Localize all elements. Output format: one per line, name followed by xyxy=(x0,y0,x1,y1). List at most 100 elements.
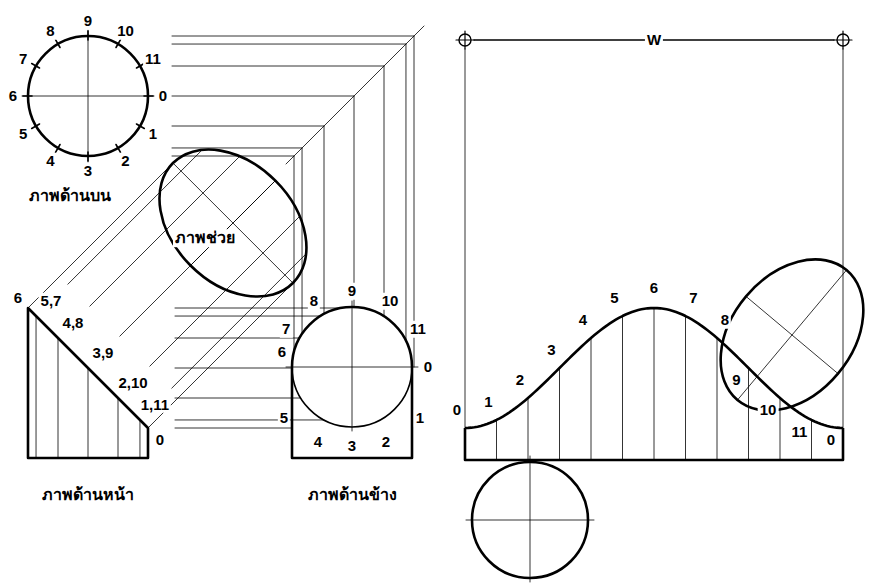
point-number: 0 xyxy=(157,88,169,105)
point-number: 6 xyxy=(12,290,24,307)
element-line xyxy=(36,316,37,458)
element-line xyxy=(58,338,59,458)
division-tick xyxy=(87,31,89,40)
extension-line xyxy=(843,49,844,460)
point-number: 5 xyxy=(608,290,620,307)
division-tick xyxy=(23,95,32,97)
projection-line xyxy=(172,147,302,148)
projection-line xyxy=(172,96,354,97)
point-number: 3 xyxy=(82,163,94,180)
point-number: 5 xyxy=(17,125,29,142)
point-number: 3 xyxy=(346,438,358,455)
point-number: 1 xyxy=(147,125,159,142)
projection-line xyxy=(68,150,202,284)
projection-line xyxy=(172,254,306,388)
element-line xyxy=(654,308,655,460)
center-line xyxy=(530,456,531,582)
point-number: 0 xyxy=(451,402,463,419)
element-line xyxy=(748,368,749,460)
division-tick xyxy=(87,152,89,161)
element-line xyxy=(591,338,592,460)
marker-cross xyxy=(464,31,465,49)
element-line xyxy=(139,420,140,458)
element-line xyxy=(496,420,497,460)
projection-line xyxy=(172,66,384,67)
point-number: 9 xyxy=(82,13,94,30)
element-line xyxy=(780,398,781,460)
element-line xyxy=(685,316,686,460)
point-number: 0 xyxy=(154,432,166,449)
projection-line xyxy=(414,36,415,367)
projection-line xyxy=(294,156,295,352)
point-number: 2,10 xyxy=(116,375,149,392)
center-line xyxy=(352,301,353,431)
point-number: 2 xyxy=(514,372,526,389)
projection-line xyxy=(150,216,300,366)
element-line xyxy=(559,368,560,460)
projection-line xyxy=(175,428,292,429)
projection-line xyxy=(354,96,355,307)
width-dimension: W xyxy=(645,32,663,49)
point-number: 10 xyxy=(115,23,136,40)
element-line xyxy=(622,316,623,460)
division-tick xyxy=(56,144,61,152)
projection-line xyxy=(384,66,385,316)
division-tick xyxy=(32,124,40,129)
projection-line xyxy=(172,156,294,157)
point-number: 11 xyxy=(143,50,163,67)
true-shape-ellipse xyxy=(691,231,877,438)
view-title: ภาพด้านบน xyxy=(27,187,113,205)
division-tick xyxy=(56,40,61,48)
element-line xyxy=(811,420,812,460)
point-number: 11 xyxy=(408,321,428,338)
point-number: 7 xyxy=(17,50,29,67)
division-tick xyxy=(116,144,121,152)
extension-line xyxy=(465,49,466,460)
point-number: 9 xyxy=(346,283,358,300)
division-tick xyxy=(32,64,40,69)
division-tick xyxy=(136,124,144,129)
element-line xyxy=(118,398,119,458)
projection-line xyxy=(120,181,276,337)
projection-line xyxy=(172,126,324,127)
projection-line xyxy=(90,156,240,306)
projection-line xyxy=(172,44,406,45)
point-number: 5,7 xyxy=(39,293,64,310)
point-number: 6 xyxy=(276,344,288,361)
point-number: 6 xyxy=(648,280,660,297)
point-number: 0 xyxy=(825,432,837,449)
point-number: 2 xyxy=(380,434,392,451)
point-number: 3,9 xyxy=(91,345,116,362)
major-axis xyxy=(737,270,846,400)
view-title: ภาพช่วย xyxy=(173,229,237,247)
point-number: 1,11 xyxy=(139,397,171,414)
point-number: 9 xyxy=(730,372,742,389)
miter-line xyxy=(286,26,424,164)
point-number: 0 xyxy=(422,359,434,376)
point-number: 10 xyxy=(380,293,401,310)
element-line xyxy=(717,338,718,460)
point-number: 5 xyxy=(278,410,290,427)
division-tick xyxy=(116,40,121,48)
division-tick xyxy=(144,95,153,97)
point-number: 1 xyxy=(414,410,426,427)
point-number: 4 xyxy=(44,153,56,170)
projection-line xyxy=(405,44,406,341)
center-line xyxy=(88,30,89,162)
point-number: 10 xyxy=(758,402,779,419)
element-line xyxy=(528,398,529,460)
projection-line xyxy=(28,163,173,308)
point-number: 8 xyxy=(719,312,731,329)
point-number: 3 xyxy=(545,342,557,359)
view-title: ภาพด้านข้าง xyxy=(306,486,399,504)
marker-cross xyxy=(842,31,843,49)
point-number: 7 xyxy=(280,321,292,338)
projection-line xyxy=(302,148,303,334)
point-number: 2 xyxy=(119,153,131,170)
projection-line xyxy=(175,316,320,317)
projection-line xyxy=(175,419,324,420)
point-number: 7 xyxy=(687,290,699,307)
projection-line xyxy=(175,398,301,399)
point-number: 1 xyxy=(482,394,494,411)
